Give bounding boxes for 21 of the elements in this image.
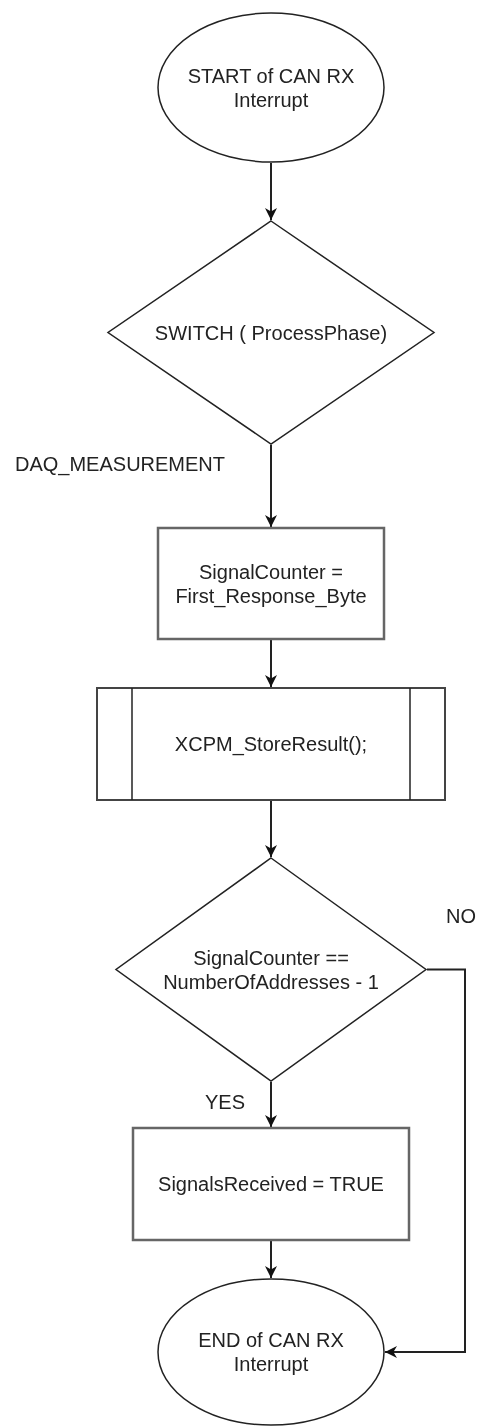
arrow [265, 162, 277, 221]
node-text: START of CAN RX Interrupt [186, 63, 356, 112]
node-text: SWITCH ( ProcessPhase) [154, 320, 388, 345]
process-box [132, 1127, 410, 1241]
decision-diamond [107, 220, 435, 445]
arrow [265, 639, 277, 688]
node-text: END of CAN RX Interrupt [197, 1328, 345, 1376]
node-text: XCPM_StoreResult(); [174, 732, 368, 756]
arrow [265, 1081, 277, 1128]
arrow [384, 968, 466, 1358]
subprocess-box [96, 687, 446, 801]
node-text: SignalCounter = First_Response_Byte [174, 559, 368, 608]
terminal-ellipse [157, 1278, 385, 1426]
arrow [265, 444, 277, 528]
arrow [265, 800, 277, 858]
node-text: SignalCounter == NumberOfAddresses - 1 [162, 945, 380, 994]
arrow [265, 1240, 277, 1279]
node-text: SignalsReceived = TRUE [158, 1172, 384, 1196]
decision-diamond [115, 857, 427, 1082]
process-box [157, 527, 385, 640]
terminal-ellipse [157, 12, 385, 163]
